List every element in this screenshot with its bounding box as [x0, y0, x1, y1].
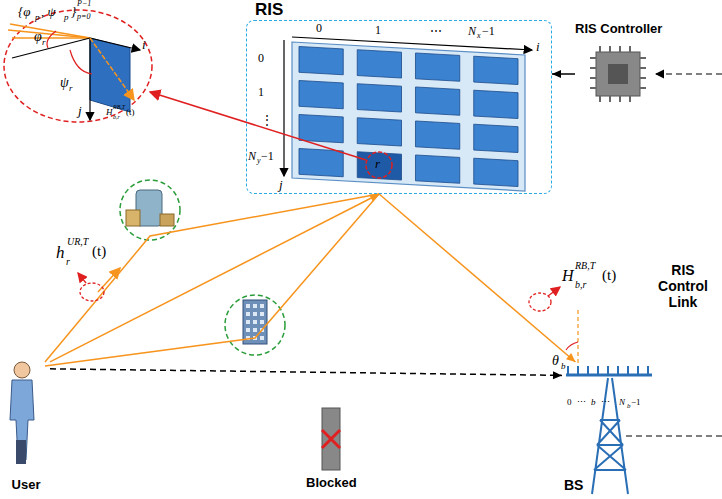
- math-label: }: [71, 5, 76, 18]
- math-label: UR,T: [67, 237, 88, 247]
- math-label: j: [279, 178, 283, 191]
- math-label: i: [536, 40, 540, 53]
- math-label: N: [248, 150, 256, 162]
- math-label: 0: [258, 52, 264, 64]
- math-label: RB,T: [113, 104, 125, 110]
- math-label: b,r: [113, 114, 120, 120]
- math-label: b,r: [575, 280, 586, 290]
- math-label: ψ: [60, 76, 69, 90]
- math-label: r: [42, 38, 46, 47]
- math-label: 1: [258, 86, 264, 98]
- math-label: ⋯: [601, 398, 610, 407]
- connector: [379, 194, 575, 362]
- math-label: N: [468, 25, 476, 37]
- arrowhead: [553, 371, 562, 379]
- ris-panel: RIS: [246, 20, 552, 194]
- math-label: (t): [126, 108, 135, 117]
- math-label: i: [142, 38, 146, 51]
- node-label: RIS: [255, 1, 283, 18]
- user-node: User: [2, 355, 50, 493]
- math-label: r: [66, 257, 70, 267]
- math-label: r: [375, 157, 380, 170]
- math-label: Blocked: [306, 476, 357, 489]
- base-station: BS: [562, 362, 658, 496]
- math-label: h: [56, 244, 65, 261]
- connector: [50, 369, 562, 376]
- math-label: r: [69, 84, 73, 93]
- math-label: φ: [34, 30, 42, 44]
- math-label: p: [64, 13, 69, 22]
- math-label: N: [619, 398, 625, 407]
- arrowhead: [552, 70, 561, 78]
- math-label: θ: [552, 354, 559, 368]
- math-label: , ψ: [41, 5, 56, 18]
- math-label: {φ: [18, 5, 30, 18]
- math-label: 0: [567, 398, 572, 407]
- math-label: (t): [602, 268, 616, 283]
- math-label: 0: [316, 22, 322, 34]
- link-label: RIS Control Link: [648, 262, 718, 310]
- math-label: H: [106, 108, 113, 117]
- node-label: RIS Controller: [575, 22, 661, 35]
- math-label: j: [78, 104, 82, 117]
- math-label: (t): [92, 244, 106, 259]
- math-label: p: [35, 13, 40, 22]
- node-label: BS: [564, 478, 583, 492]
- math-label: −1: [482, 25, 495, 37]
- math-label: b: [627, 403, 631, 410]
- math-label: P−1: [77, 0, 91, 8]
- math-label: −1: [261, 150, 274, 162]
- math-label: ⋯: [577, 398, 586, 407]
- math-label: x: [477, 32, 481, 40]
- node-label: User: [2, 478, 50, 491]
- math-label: ⋯: [430, 25, 442, 37]
- math-label: y: [257, 157, 261, 165]
- arrowhead: [566, 353, 575, 362]
- math-label: p=0: [77, 13, 90, 21]
- math-label: RB,T: [575, 261, 595, 271]
- math-label: ⋮: [261, 114, 273, 126]
- math-label: b: [591, 398, 596, 407]
- ris-controller: RIS Controller: [575, 20, 661, 110]
- connector: [50, 194, 379, 362]
- math-label: b: [561, 362, 566, 371]
- math-label: −1: [631, 398, 641, 407]
- math-label: 1: [375, 24, 381, 36]
- arrowhead: [369, 194, 379, 202]
- math-label: H: [562, 268, 574, 284]
